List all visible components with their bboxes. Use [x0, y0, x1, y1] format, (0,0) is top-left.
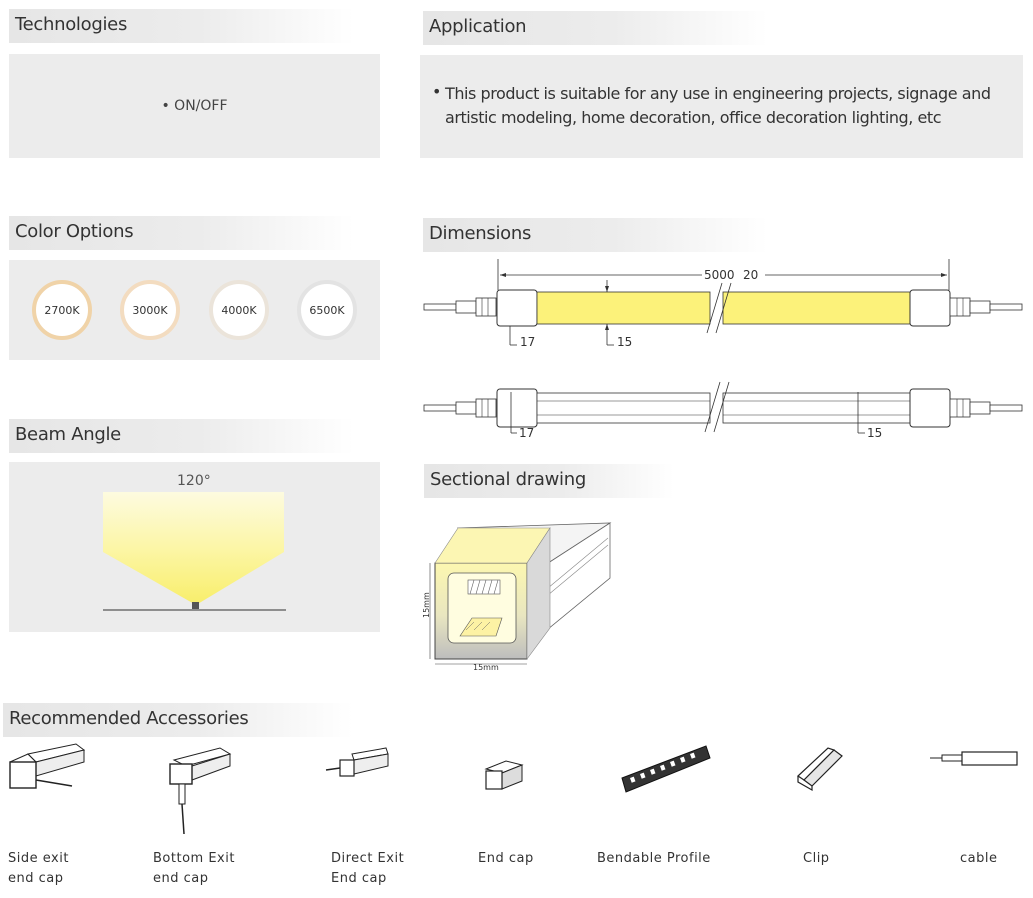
accessory-label-line2: end cap: [8, 871, 64, 886]
technologies-item: • ON/OFF: [161, 98, 228, 114]
accessory-label-line1: cable: [960, 851, 998, 866]
color-options-title: Color Options: [15, 221, 134, 242]
accessory-bottom-exit: Bottom Exit end cap: [153, 849, 235, 889]
accessory-direct-exit: Direct Exit End cap: [331, 849, 404, 889]
direct-exit-end-cap-icon: [325, 747, 389, 777]
technologies-heading: Technologies: [9, 9, 354, 43]
accessory-label-line2: End cap: [331, 871, 387, 886]
technologies-panel: • ON/OFF: [9, 54, 380, 158]
color-option-label: 3000K: [132, 303, 168, 317]
color-option-4000k: 4000K: [209, 280, 269, 340]
accessories-heading: Recommended Accessories: [3, 703, 353, 737]
sectional-title: Sectional drawing: [430, 469, 586, 490]
bottom-exit-end-cap-icon: [169, 747, 232, 835]
accessory-label-line1: Direct Exit: [331, 851, 405, 866]
length-label: 5000: [704, 268, 735, 282]
accessories-title: Recommended Accessories: [9, 708, 249, 729]
section-height-label: 15mm: [422, 592, 431, 618]
accessory-bendable-profile: Bendable Profile: [597, 849, 711, 869]
color-option-label: 4000K: [221, 303, 257, 317]
color-options-heading: Color Options: [9, 216, 354, 250]
accessory-end-cap: End cap: [478, 849, 534, 869]
cap-width-label-side: 17: [519, 426, 534, 440]
beam-angle-value: 120°: [177, 473, 211, 489]
accessory-label-line1: Side exit: [8, 851, 69, 866]
accessory-side-exit: Side exit end cap: [8, 849, 69, 889]
application-heading: Application: [423, 11, 768, 45]
application-title: Application: [429, 16, 527, 37]
application-line-1: This product is suitable for any use in …: [445, 84, 991, 103]
sectional-drawing: 15mm 15mm: [422, 522, 612, 672]
sectional-heading: Sectional drawing: [424, 464, 674, 498]
accessory-clip: Clip: [803, 849, 830, 869]
end-cap-icon: [484, 760, 524, 790]
side-exit-end-cap-icon: [9, 743, 86, 789]
accessory-label-line2: end cap: [153, 871, 209, 886]
section-width-label: 15mm: [473, 663, 499, 672]
beam-angle-title: Beam Angle: [15, 424, 121, 445]
beam-angle-panel: 120°: [9, 462, 380, 632]
accessory-label-line1: Clip: [803, 851, 830, 866]
top-view: 5000 20 17 15: [423, 259, 1023, 349]
color-option-label: 6500K: [309, 303, 345, 317]
bullet-icon: •: [432, 82, 442, 101]
technologies-title: Technologies: [15, 14, 128, 35]
cap-width-label: 17: [520, 335, 535, 349]
bendable-profile-icon: [621, 745, 711, 793]
beam-angle-heading: Beam Angle: [9, 419, 354, 453]
accessory-label-line1: Bendable Profile: [597, 851, 711, 866]
application-panel: • This product is suitable for any use i…: [420, 55, 1023, 158]
color-option-3000k: 3000K: [120, 280, 180, 340]
cable-icon: [930, 751, 1018, 766]
height-label-top: 15: [617, 335, 632, 349]
accessory-cable: cable: [960, 849, 997, 869]
height-label-side: 15: [867, 426, 882, 440]
color-option-label: 2700K: [44, 303, 80, 317]
color-options-panel: 2700K 3000K 4000K 6500K: [9, 260, 380, 360]
tolerance-label: 20: [743, 268, 758, 282]
dimensions-title: Dimensions: [429, 223, 532, 244]
clip-icon: [797, 747, 843, 792]
accessory-label-line1: End cap: [478, 851, 534, 866]
dimensions-heading: Dimensions: [423, 218, 768, 252]
accessory-label-line1: Bottom Exit: [153, 851, 235, 866]
side-view: 17 15: [423, 381, 1023, 440]
dimensions-drawing: 5000 20 17 15: [423, 259, 1023, 440]
color-option-2700k: 2700K: [32, 280, 92, 340]
beam-diagram: [103, 492, 286, 611]
application-line-2: artistic modeling, home decoration, offi…: [445, 108, 942, 127]
color-option-6500k: 6500K: [297, 280, 357, 340]
